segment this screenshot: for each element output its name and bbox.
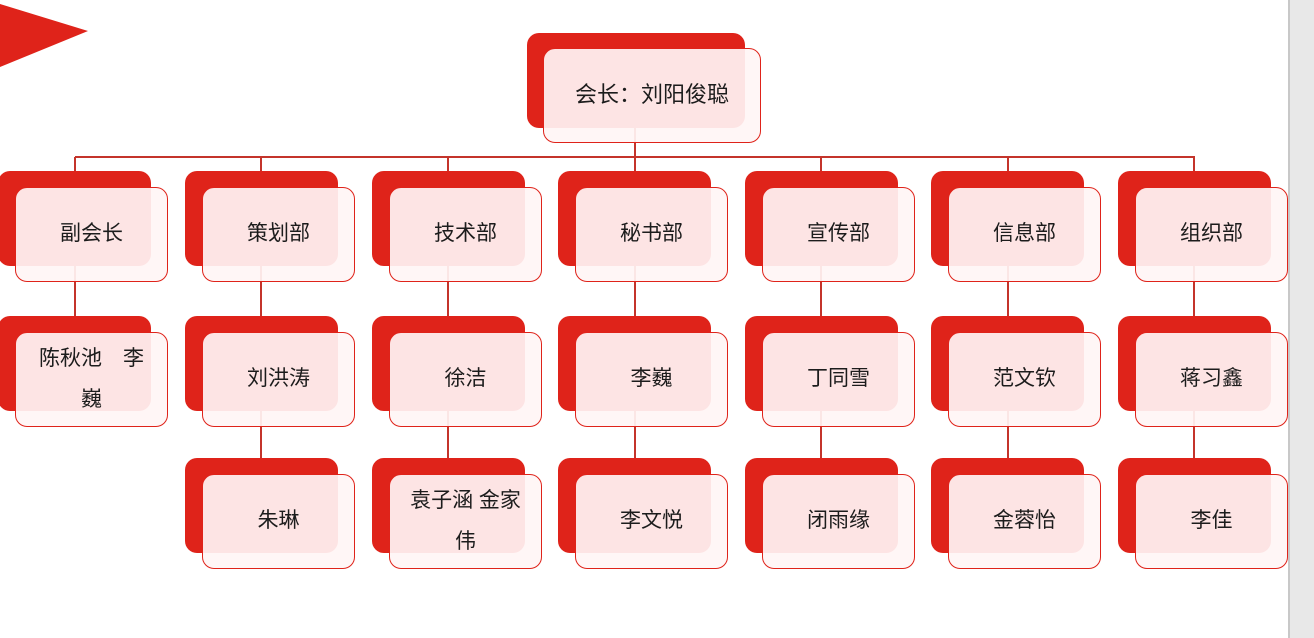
box-front: 范文钦 xyxy=(948,332,1101,427)
box-label: 信息部 xyxy=(993,222,1056,246)
box-front: 李文悦 xyxy=(575,474,728,569)
box-front: 副会长 xyxy=(15,187,168,282)
connector-vline-col2 xyxy=(260,157,262,459)
member-box-publicity-2[interactable]: 闭雨缘 xyxy=(745,458,915,569)
member-box-planning-1[interactable]: 刘洪涛 xyxy=(185,316,355,427)
box-label: 闭雨缘 xyxy=(807,509,870,533)
box-label: 秘书部 xyxy=(620,222,683,246)
connector-vline-col3 xyxy=(447,157,449,459)
box-label: 组织部 xyxy=(1180,222,1243,246)
box-label: 技术部 xyxy=(434,222,497,246)
connector-vline-col5 xyxy=(820,157,822,459)
box-label: 宣传部 xyxy=(807,222,870,246)
box-front: 金蓉怡 xyxy=(948,474,1101,569)
box-front: 徐洁 xyxy=(389,332,542,427)
member-box-organization-1[interactable]: 蒋习鑫 xyxy=(1118,316,1288,427)
box-front: 蒋习鑫 xyxy=(1135,332,1288,427)
box-label: 李佳 xyxy=(1190,509,1233,533)
box-front: 秘书部 xyxy=(575,187,728,282)
box-label: 金蓉怡 xyxy=(993,509,1056,533)
box-front: 刘洪涛 xyxy=(202,332,355,427)
member-box-information-2[interactable]: 金蓉怡 xyxy=(931,458,1101,569)
member-box-organization-2[interactable]: 李佳 xyxy=(1118,458,1288,569)
org-box-dept-secretary[interactable]: 秘书部 xyxy=(558,171,728,282)
connector-vline-col6 xyxy=(1007,157,1009,459)
box-label: 袁子涵 金家 伟 xyxy=(410,488,521,553)
scrollbar-track[interactable] xyxy=(1288,0,1314,638)
org-box-dept-information[interactable]: 信息部 xyxy=(931,171,1101,282)
member-box-planning-2[interactable]: 朱琳 xyxy=(185,458,355,569)
box-label: 蒋习鑫 xyxy=(1180,367,1243,391)
member-box-publicity-1[interactable]: 丁同雪 xyxy=(745,316,915,427)
org-box-dept-vice-president[interactable]: 副会长 xyxy=(0,171,168,282)
box-front: 会长：刘阳俊聪 xyxy=(543,48,761,143)
box-front: 朱琳 xyxy=(202,474,355,569)
member-box-technology-2[interactable]: 袁子涵 金家 伟 xyxy=(372,458,542,569)
box-label: 丁同雪 xyxy=(807,367,870,391)
box-front: 闭雨缘 xyxy=(762,474,915,569)
box-label: 徐洁 xyxy=(444,367,487,391)
box-front: 李佳 xyxy=(1135,474,1288,569)
box-label: 李文悦 xyxy=(620,509,683,533)
box-front: 李巍 xyxy=(575,332,728,427)
box-label: 刘洪涛 xyxy=(247,367,310,391)
box-label: 会长：刘阳俊聪 xyxy=(574,82,729,108)
box-front: 技术部 xyxy=(389,187,542,282)
box-front: 宣传部 xyxy=(762,187,915,282)
box-front: 策划部 xyxy=(202,187,355,282)
org-box-dept-publicity[interactable]: 宣传部 xyxy=(745,171,915,282)
box-front: 袁子涵 金家 伟 xyxy=(389,474,542,569)
member-box-information-1[interactable]: 范文钦 xyxy=(931,316,1101,427)
box-front: 组织部 xyxy=(1135,187,1288,282)
member-box-technology-1[interactable]: 徐洁 xyxy=(372,316,542,427)
org-box-dept-technology[interactable]: 技术部 xyxy=(372,171,542,282)
org-box-president[interactable]: 会长：刘阳俊聪 xyxy=(527,33,761,143)
box-label: 策划部 xyxy=(247,222,310,246)
box-label: 副会长 xyxy=(60,222,123,246)
connector-vline-col7 xyxy=(1193,157,1195,459)
box-front: 信息部 xyxy=(948,187,1101,282)
corner-flag-icon xyxy=(0,4,88,67)
member-box-vice-president-1[interactable]: 陈秋池 李 巍 xyxy=(0,316,168,427)
member-box-secretary-2[interactable]: 李文悦 xyxy=(558,458,728,569)
org-box-dept-planning[interactable]: 策划部 xyxy=(185,171,355,282)
org-box-dept-organization[interactable]: 组织部 xyxy=(1118,171,1288,282)
box-label: 陈秋池 李 巍 xyxy=(39,346,144,411)
box-label: 李巍 xyxy=(630,367,673,391)
member-box-secretary-1[interactable]: 李巍 xyxy=(558,316,728,427)
box-front: 陈秋池 李 巍 xyxy=(15,332,168,427)
connector-vline-col4 xyxy=(634,157,636,459)
box-label: 范文钦 xyxy=(993,367,1056,391)
box-label: 朱琳 xyxy=(257,509,300,533)
box-front: 丁同雪 xyxy=(762,332,915,427)
